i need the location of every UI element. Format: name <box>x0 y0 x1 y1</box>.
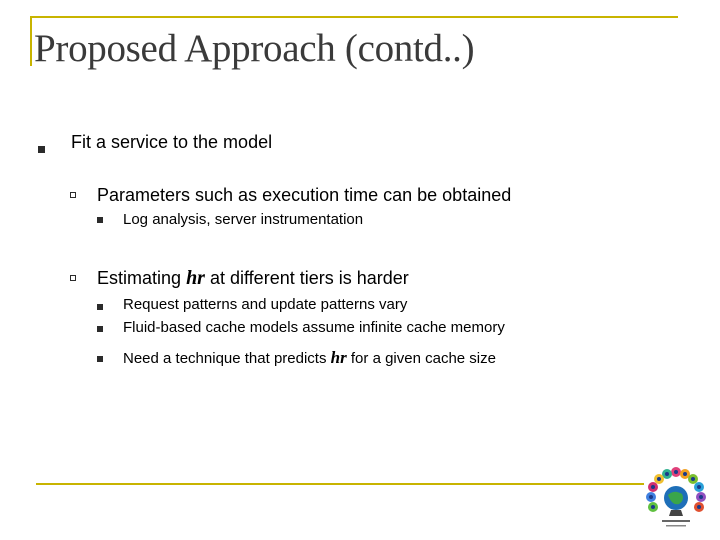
bullet-parameters: Parameters such as execution time can be… <box>97 185 512 205</box>
sub-sub-bullet-square-icon <box>97 326 103 332</box>
sub-sub-bullet-square-icon <box>97 217 103 223</box>
bullet-square-icon <box>38 146 45 153</box>
need-technique-text: Need a technique that predicts <box>123 350 327 367</box>
bullet-estimating-hr: Estimating hr at different tiers is hard… <box>97 267 409 290</box>
bullet-fluid-cache: Fluid-based cache models assume infinite… <box>123 319 505 336</box>
slide-title: Proposed Approach (contd..) <box>34 27 475 70</box>
title-frame-left-line <box>30 16 32 66</box>
sub-bullet-hollow-square-icon <box>70 275 76 281</box>
estimating-rest-text: at different tiers is harder <box>209 268 409 288</box>
hr-symbol: hr <box>186 267 205 289</box>
sub-sub-bullet-square-icon <box>97 304 103 310</box>
title-frame-top-line <box>30 16 678 18</box>
estimating-text: Estimating <box>97 268 182 288</box>
feather-eyes <box>649 470 703 509</box>
bullet-need-technique: Need a technique that predicts hr for a … <box>123 348 496 368</box>
bullet-request-patterns: Request patterns and update patterns var… <box>123 296 408 313</box>
need-technique-rest-text: for a given cache size <box>350 350 496 367</box>
sub-sub-bullet-square-icon <box>97 356 103 362</box>
footer-divider-line <box>36 483 644 485</box>
bullet-fit-service: Fit a service to the model <box>71 132 273 152</box>
hr-symbol: hr <box>330 348 347 367</box>
sub-bullet-hollow-square-icon <box>70 192 76 198</box>
peacock-emblem-icon <box>646 467 706 527</box>
bullet-log-analysis: Log analysis, server instrumentation <box>123 211 364 228</box>
